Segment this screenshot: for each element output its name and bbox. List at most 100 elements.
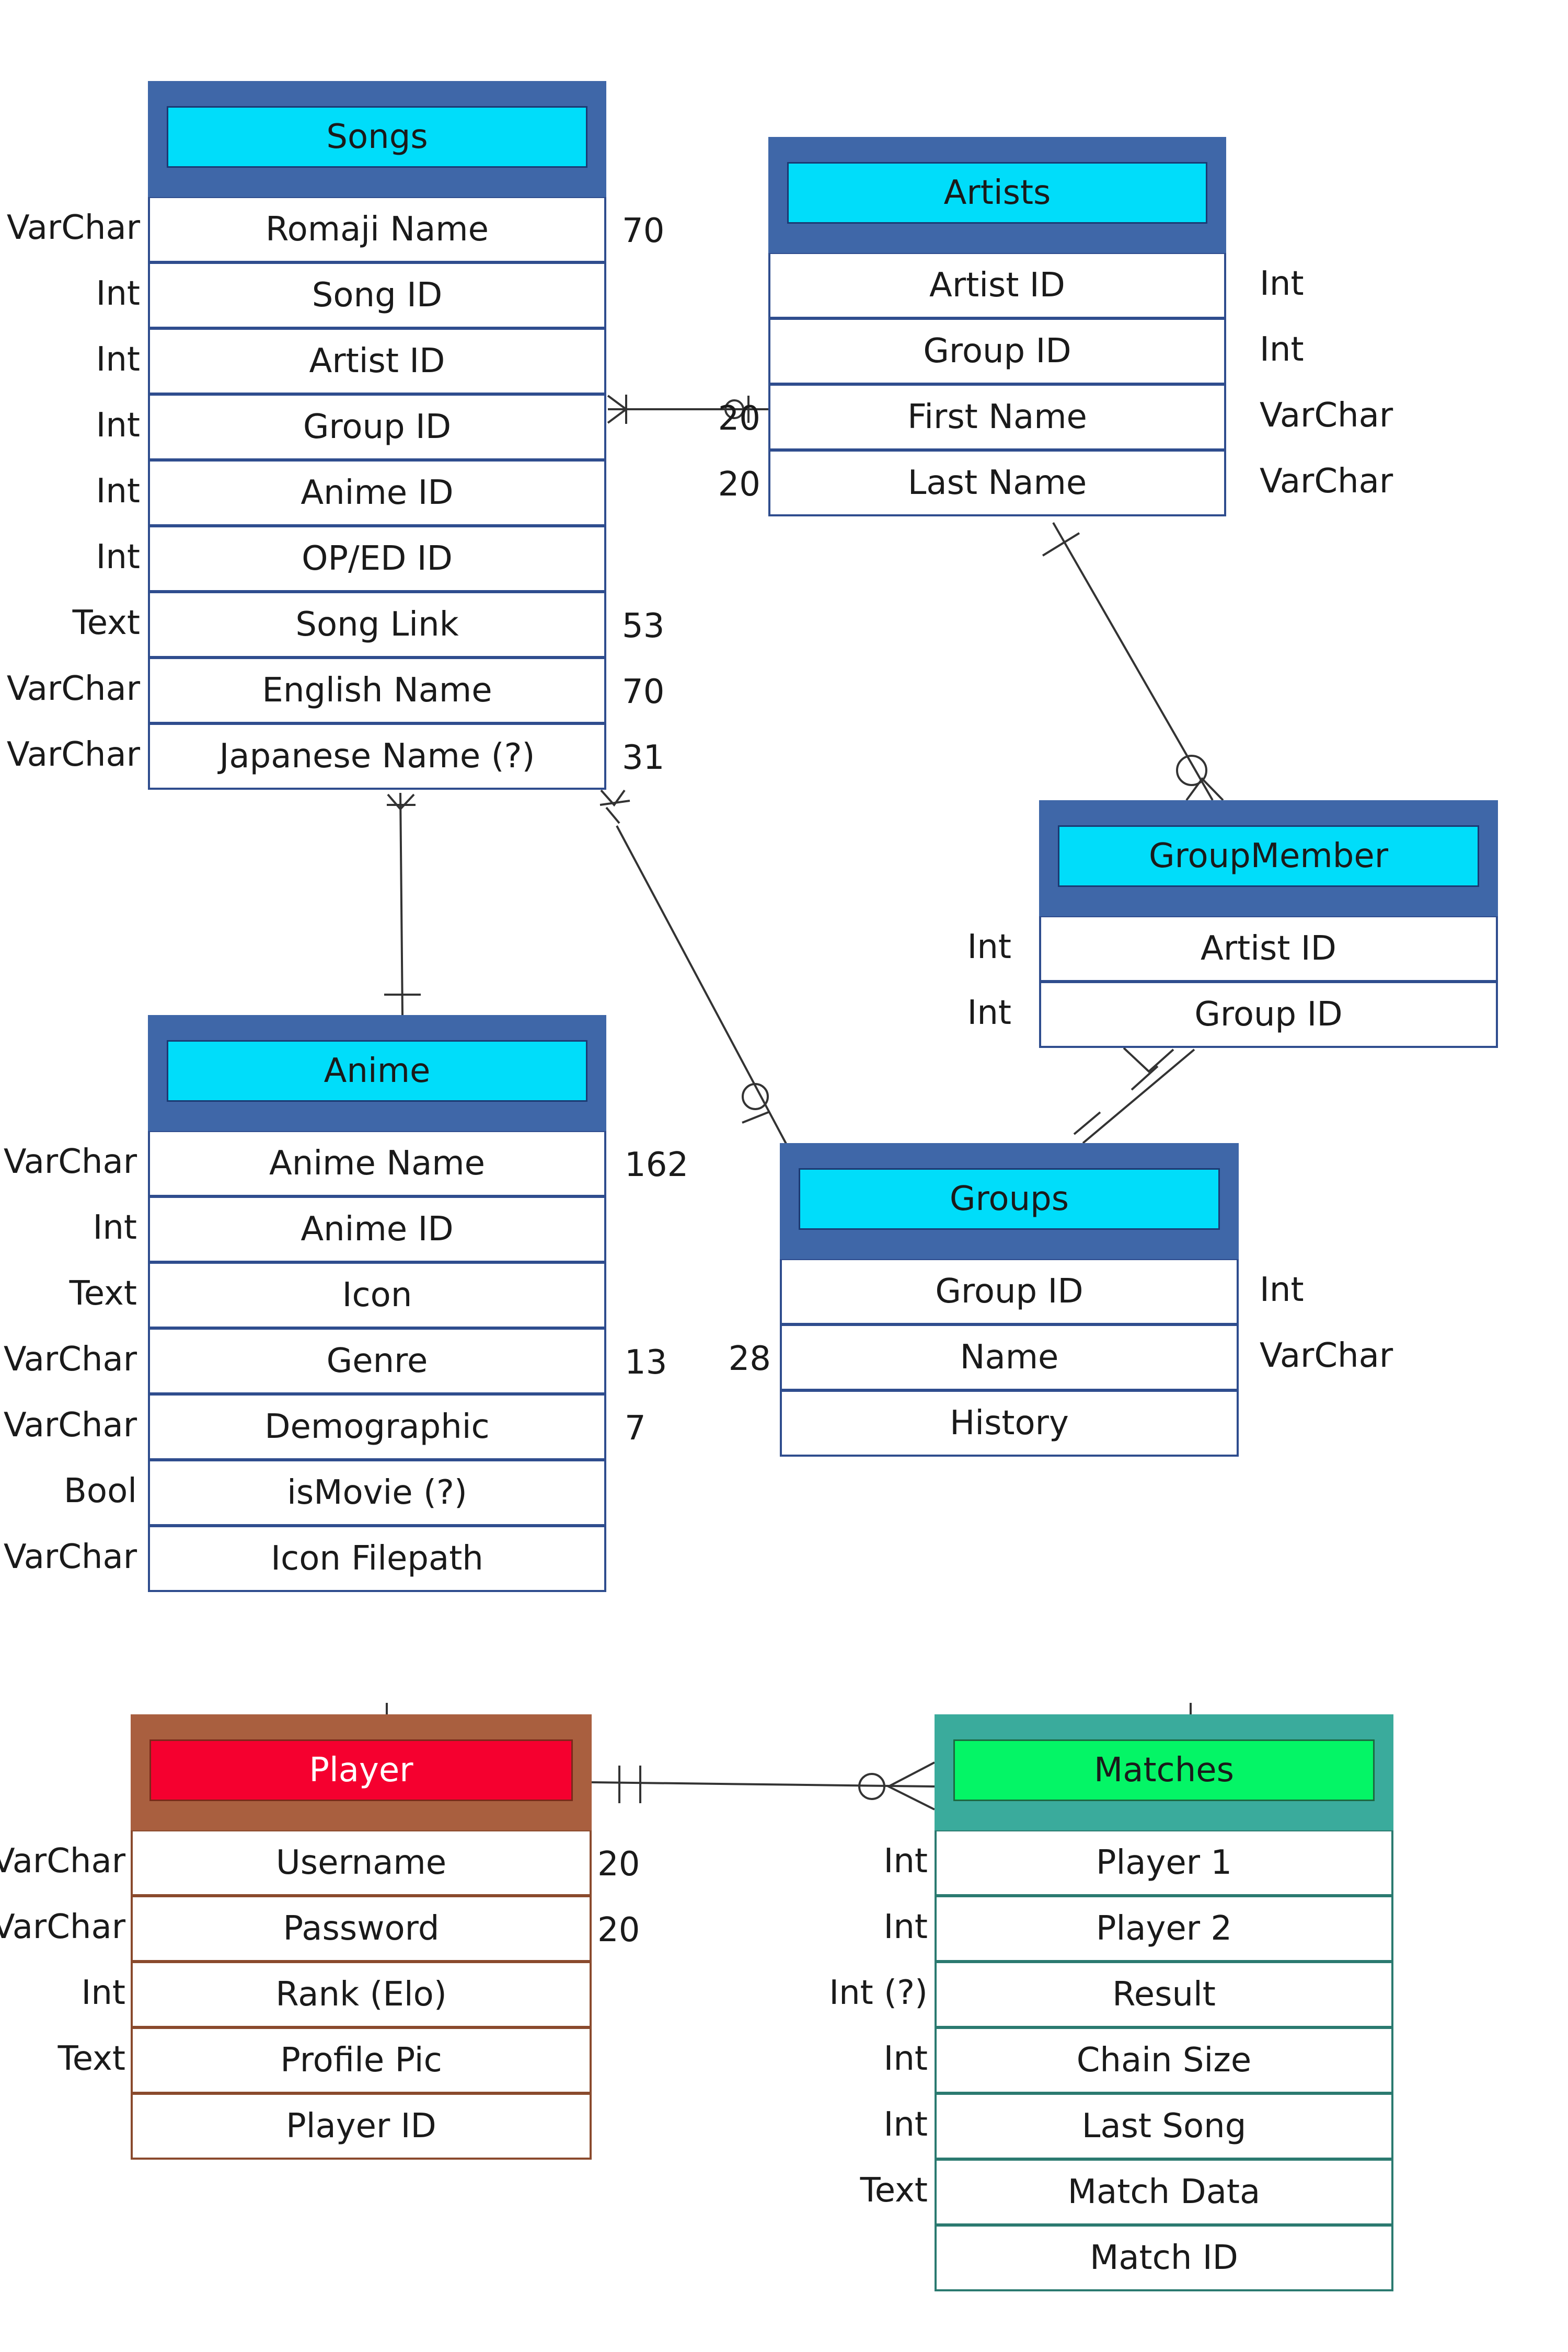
attribute-row: Player ID	[131, 2094, 592, 2160]
crowfoot-mark	[1123, 1047, 1174, 1073]
attribute-row: Anime ID	[148, 460, 606, 526]
attribute-row: History	[780, 1391, 1239, 1457]
attribute-type: Int	[1260, 330, 1304, 369]
zero-circle-mark	[742, 1083, 769, 1110]
attribute-row: English Name	[148, 658, 606, 724]
entity-header: Groups	[780, 1143, 1239, 1259]
attribute-type: VarChar	[3, 1538, 137, 1576]
attribute-row: isMovie (?)	[148, 1460, 606, 1526]
entity-header: Anime	[148, 1015, 606, 1131]
attribute-row: Last Name	[768, 451, 1226, 516]
attribute-row: Player 1	[935, 1830, 1393, 1896]
attribute-type: Text	[57, 2039, 125, 2078]
attribute-row: Romaji Name	[148, 197, 606, 263]
artists-groupmember-line	[1052, 522, 1214, 801]
attribute-row: Password	[131, 1896, 592, 1962]
attribute-row: Match Data	[935, 2160, 1393, 2226]
entity-header: Player	[131, 1714, 592, 1830]
attribute-type: Text	[69, 1274, 137, 1313]
attribute-type: Int	[93, 1208, 137, 1247]
attribute-row: Player 2	[935, 1896, 1393, 1962]
attribute-type: Int	[883, 1908, 928, 1946]
one-bar-mark	[1073, 1111, 1101, 1135]
attribute-row: Result	[935, 1962, 1393, 2028]
entity-title: Artists	[787, 162, 1207, 224]
attribute-type: VarChar	[6, 670, 140, 708]
attribute-type: VarChar	[0, 1842, 125, 1881]
attribute-size: 13	[625, 1343, 667, 1382]
crowfoot-mark	[600, 789, 626, 807]
attribute-row: Group ID	[768, 319, 1226, 385]
attribute-size: 20	[597, 1845, 640, 1884]
attribute-row: Name	[780, 1325, 1239, 1391]
attribute-row: Icon Filepath	[148, 1526, 606, 1592]
attribute-type: VarChar	[1260, 1336, 1393, 1375]
entity-header: Artists	[768, 137, 1226, 253]
attribute-row: Genre	[148, 1329, 606, 1394]
attribute-type: Int	[96, 406, 140, 445]
attribute-type: Int	[967, 994, 1011, 1032]
entity-header: Songs	[148, 81, 606, 197]
attribute-type: Int	[96, 340, 140, 379]
groupmember-groups-line	[1082, 1048, 1195, 1144]
attribute-type: Int (?)	[829, 1974, 928, 2012]
attribute-type: Bool	[64, 1472, 137, 1511]
attribute-type: VarChar	[6, 209, 140, 247]
attribute-type: Int	[96, 472, 140, 511]
attribute-size: 7	[625, 1409, 646, 1448]
attribute-type: Int	[967, 928, 1011, 966]
attribute-row: Username	[131, 1830, 592, 1896]
attribute-type: Text	[72, 604, 140, 642]
attribute-row: First Name	[768, 385, 1226, 451]
attribute-type: VarChar	[0, 1908, 125, 1946]
attribute-type: Int	[1260, 1271, 1304, 1309]
zero-circle-mark	[1176, 755, 1207, 786]
attribute-type: Int	[883, 2105, 928, 2144]
attribute-type: Int	[883, 1842, 928, 1881]
attribute-row: Artist ID	[1039, 916, 1498, 982]
attribute-row: Anime ID	[148, 1197, 606, 1263]
attribute-row: Profile Pic	[131, 2028, 592, 2094]
zero-circle-mark	[858, 1773, 885, 1800]
one-bar-mark	[1131, 1065, 1159, 1091]
attribute-type: VarChar	[3, 1406, 137, 1445]
attribute-size: 70	[622, 212, 665, 250]
entity-header: Matches	[935, 1714, 1393, 1830]
attribute-type: VarChar	[3, 1143, 137, 1181]
attribute-type: VarChar	[1260, 396, 1393, 435]
attribute-row: Group ID	[780, 1259, 1239, 1325]
attribute-row: Group ID	[1039, 982, 1498, 1048]
songs-anime-line	[399, 792, 403, 1016]
attribute-row: Song ID	[148, 263, 606, 329]
player-matches-line	[591, 1781, 935, 1788]
attribute-row: Demographic	[148, 1394, 606, 1460]
entity-title: Matches	[953, 1739, 1375, 1801]
attribute-row: Chain Size	[935, 2028, 1393, 2094]
crowfoot-mark	[1185, 777, 1224, 801]
entity-header: GroupMember	[1039, 800, 1498, 916]
attribute-row: Artist ID	[768, 253, 1226, 319]
attribute-row: Last Song	[935, 2094, 1393, 2160]
crowfoot-mark	[886, 1761, 935, 1811]
attribute-type: VarChar	[6, 735, 140, 774]
one-bar-mark	[742, 1111, 769, 1124]
attribute-type: Int	[1260, 264, 1304, 303]
entity-title: Player	[149, 1739, 573, 1801]
attribute-row: Icon	[148, 1263, 606, 1329]
attribute-row: OP/ED ID	[148, 526, 606, 592]
attribute-type: Text	[860, 2171, 928, 2210]
attribute-size: 20	[718, 399, 760, 438]
attribute-size: 162	[625, 1146, 689, 1184]
attribute-type: Int	[883, 2039, 928, 2078]
one-bar-mark	[1042, 532, 1080, 557]
crowfoot-mark	[387, 793, 415, 811]
attribute-row: Artist ID	[148, 329, 606, 395]
entity-title: Anime	[167, 1040, 587, 1102]
